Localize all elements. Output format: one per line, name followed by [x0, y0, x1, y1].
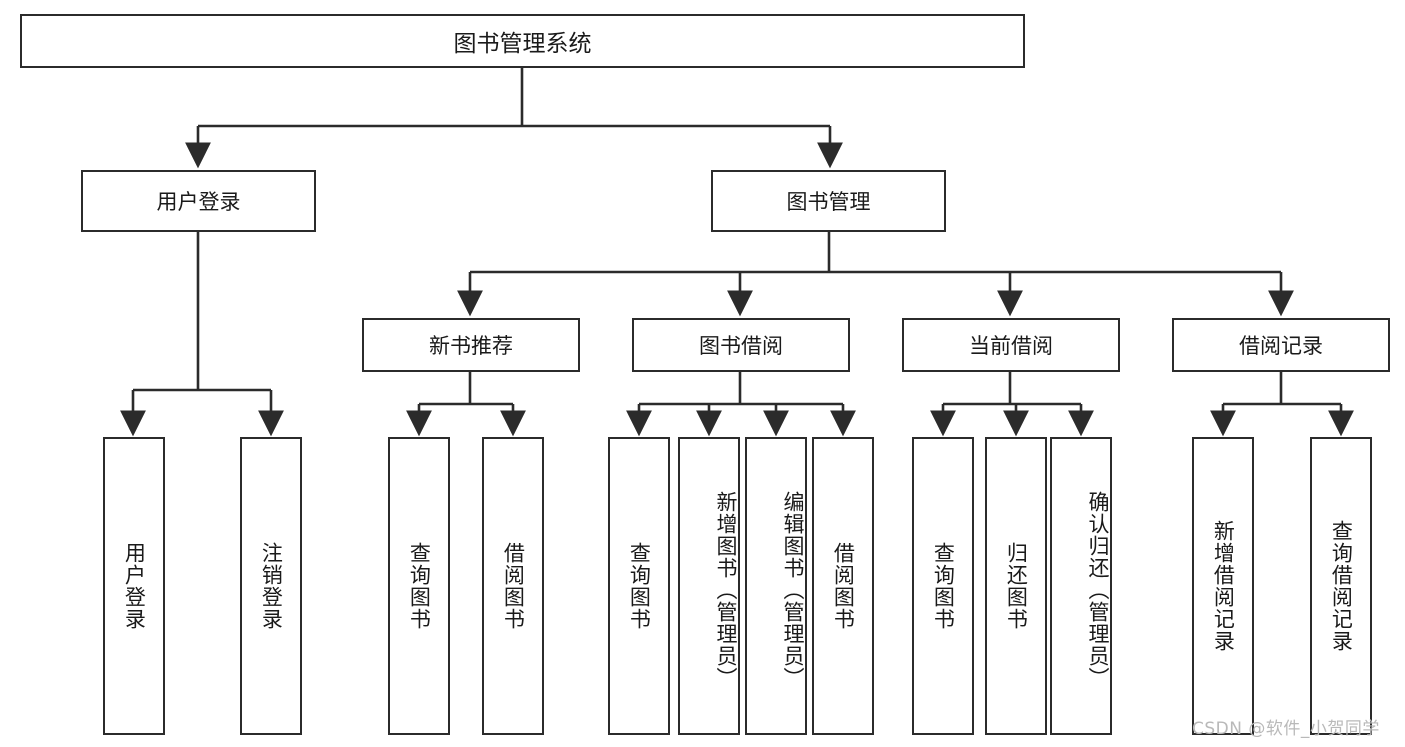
node-leaf-leaf-borrow-book-1[interactable]: 借阅图书 — [482, 437, 544, 735]
node-level3-label: 借阅记录 — [1239, 334, 1323, 358]
node-leaf-leaf-borrow-book-2[interactable]: 借阅图书 — [812, 437, 874, 735]
node-leaf-leaf-edit-book[interactable]: 编辑图书（管理员） — [745, 437, 807, 735]
node-leaf-leaf-query-book-2[interactable]: 查询图书 — [608, 437, 670, 735]
node-leaf-leaf-user-login[interactable]: 用户登录 — [103, 437, 165, 735]
node-level3-new-book-recommend[interactable]: 新书推荐 — [362, 318, 580, 372]
node-leaf-leaf-add-record[interactable]: 新增借阅记录 — [1192, 437, 1254, 735]
node-leaf-leaf-query-book-1[interactable]: 查询图书 — [388, 437, 450, 735]
node-leaf-label: 注销登录 — [259, 542, 284, 630]
node-root-label: 图书管理系统 — [453, 31, 592, 57]
node-leaf-label: 确认归还（管理员） — [1086, 491, 1110, 689]
node-leaf-leaf-query-book-3[interactable]: 查询图书 — [912, 437, 974, 735]
node-leaf-label: 查询图书 — [627, 542, 652, 630]
node-leaf-label: 归还图书 — [1004, 542, 1029, 630]
node-leaf-label: 新增图书（管理员） — [714, 491, 738, 689]
node-leaf-label: 查询图书 — [407, 542, 432, 630]
node-leaf-leaf-confirm-return[interactable]: 确认归还（管理员） — [1050, 437, 1112, 735]
node-leaf-label: 借阅图书 — [831, 542, 856, 630]
node-leaf-leaf-return-book[interactable]: 归还图书 — [985, 437, 1047, 735]
node-leaf-leaf-add-book[interactable]: 新增图书（管理员） — [678, 437, 740, 735]
node-level2-user-login[interactable]: 用户登录 — [81, 170, 316, 232]
node-root-root[interactable]: 图书管理系统 — [20, 14, 1025, 68]
node-leaf-label: 用户登录 — [122, 542, 147, 630]
node-leaf-label: 查询借阅记录 — [1329, 520, 1354, 652]
node-level3-borrow-record[interactable]: 借阅记录 — [1172, 318, 1390, 372]
node-level3-book-borrow[interactable]: 图书借阅 — [632, 318, 850, 372]
node-level3-label: 当前借阅 — [969, 334, 1053, 358]
node-leaf-label: 编辑图书（管理员） — [781, 491, 805, 689]
node-leaf-label: 新增借阅记录 — [1211, 520, 1236, 652]
node-leaf-leaf-query-record[interactable]: 查询借阅记录 — [1310, 437, 1372, 735]
node-leaf-label: 借阅图书 — [501, 542, 526, 630]
node-level3-label: 图书借阅 — [699, 334, 783, 358]
node-level3-label: 新书推荐 — [429, 334, 513, 358]
node-level2-book-manage[interactable]: 图书管理 — [711, 170, 946, 232]
node-level2-label: 用户登录 — [156, 190, 241, 214]
watermark-label: CSDN @软件_小贺同学 — [1192, 719, 1380, 739]
node-leaf-label: 查询图书 — [931, 542, 956, 630]
node-leaf-leaf-logout-login[interactable]: 注销登录 — [240, 437, 302, 735]
node-level3-current-borrow[interactable]: 当前借阅 — [902, 318, 1120, 372]
node-level2-label: 图书管理 — [786, 190, 871, 214]
